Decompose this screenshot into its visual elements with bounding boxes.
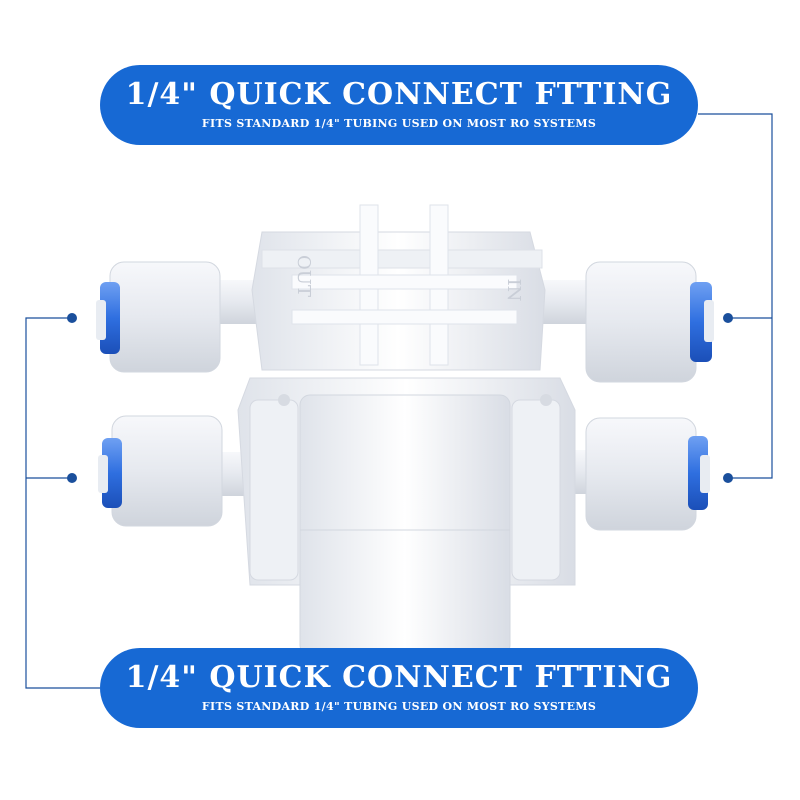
bottom-banner-subtitle: FITS STANDARD 1/4" TUBING USED ON MOST R… xyxy=(201,700,597,713)
top-banner: 1/4" QUICK CONNECT FTTING FITS STANDARD … xyxy=(100,65,698,145)
left-connector-top xyxy=(96,261,262,373)
callout-lines xyxy=(25,113,773,689)
left-connector-bottom xyxy=(98,415,262,527)
bottom-banner: 1/4" QUICK CONNECT FTTING FITS STANDARD … xyxy=(100,648,698,728)
top-banner-subtitle: FITS STANDARD 1/4" TUBING USED ON MOST R… xyxy=(201,117,597,130)
callout-dots xyxy=(67,313,733,483)
valve-marking-right: IN xyxy=(503,279,524,302)
top-banner-title: 1/4" QUICK CONNECT FTTING xyxy=(125,77,673,112)
valve-marking-left: OUT xyxy=(293,255,314,297)
right-connector-top xyxy=(540,261,714,383)
valve-body xyxy=(237,204,576,656)
bottom-banner-title: 1/4" QUICK CONNECT FTTING xyxy=(125,660,673,695)
